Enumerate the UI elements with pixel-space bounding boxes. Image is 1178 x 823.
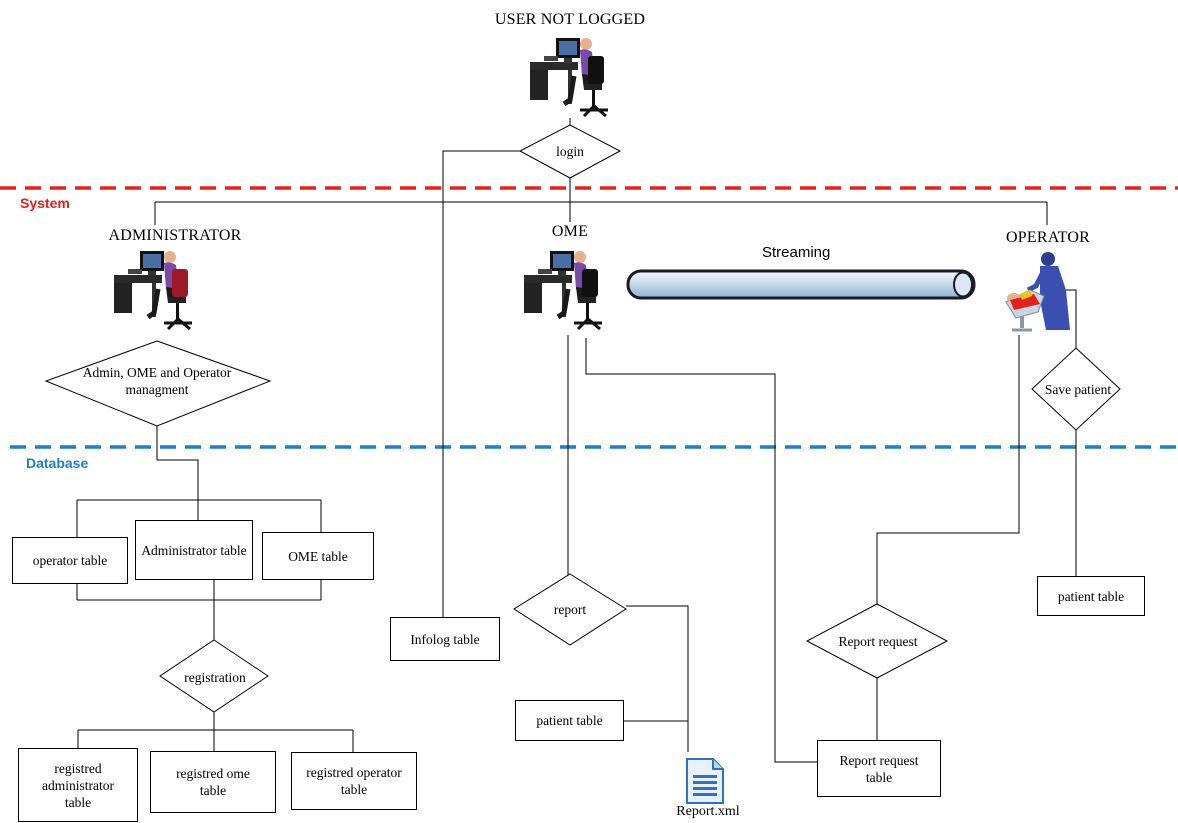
diagram-title: USER NOT LOGGED [494,11,646,28]
infolog-table: Infolog table [390,617,500,661]
database-zone-label: Database [26,455,89,471]
operator-table: operator table [12,537,128,584]
management-label: Admin, OME and Operator managment [82,365,232,397]
report-request-table: Report request table [817,740,941,797]
streaming-label: Streaming [762,244,831,261]
registred-operator-table: registred operator table [291,752,417,810]
operator-label: OPERATOR [1006,229,1090,246]
xml-document-icon [686,758,724,804]
registred-ome-table: registred ome table [150,751,276,813]
login-label: login [556,143,584,159]
registred-administrator-table: registred administrator table [18,748,138,822]
streaming-pipe [626,269,976,300]
registration-label: registration [184,669,246,685]
report-label: report [553,601,587,617]
dentist-operator-icon [1005,252,1070,332]
system-zone-label: System [20,195,70,211]
registration-decision [159,639,269,713]
report-request-decision [805,603,949,679]
login-decision [518,124,622,179]
ome-table: OME table [262,532,374,580]
computer-user-icon [530,38,608,118]
report-request-label: Report request [838,633,918,649]
patient-table-ome: patient table [515,700,624,741]
computer-user-icon [524,251,602,331]
patient-table-operator: patient table [1037,576,1145,616]
administrator-table: Administrator table [135,520,253,580]
save-patient-decision [1031,347,1121,431]
report-xml-label: Report.xml [676,804,740,819]
ome-label: OME [551,223,589,240]
report-decision [513,573,627,646]
administrator-label: ADMINISTRATOR [108,227,242,244]
save-patient-label: Save patient [1044,381,1112,397]
computer-user-icon [114,251,192,331]
management-decision [44,340,272,427]
